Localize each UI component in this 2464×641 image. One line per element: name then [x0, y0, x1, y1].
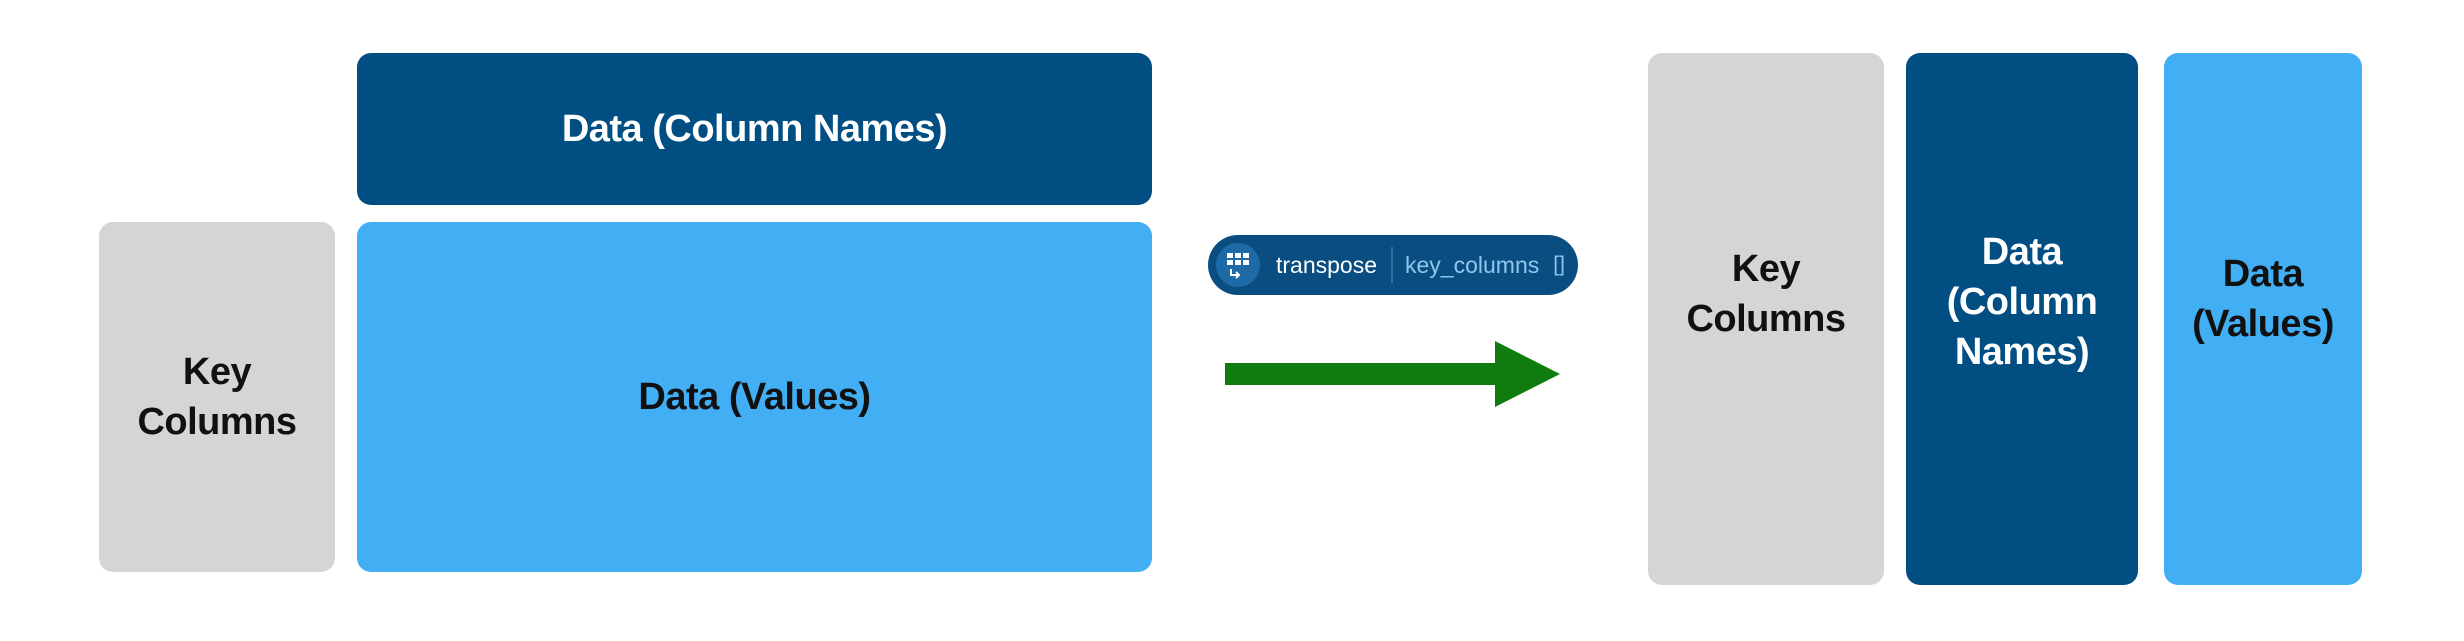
- left-values-label: Data (Values): [638, 376, 871, 418]
- left-column-names-label: Data (Column Names): [561, 108, 948, 150]
- right-column-names-label: Data (Column Names): [1946, 230, 2098, 373]
- left-key-columns-block: Key Columns: [99, 222, 335, 572]
- operation-name: transpose: [1276, 251, 1378, 278]
- right-values-label: Data (Values): [2192, 253, 2334, 345]
- pill-divider: [1391, 247, 1394, 283]
- right-key-columns-block: Key Columns: [1648, 53, 1884, 585]
- right-values-block: Data (Values): [2164, 53, 2362, 585]
- left-key-columns-label: Key Columns: [137, 351, 297, 443]
- operation-param-name: key_columns: [1405, 251, 1540, 278]
- right-column-names-block: Data (Column Names): [1906, 53, 2138, 585]
- transpose-operation-pill: transpose key_columns []: [1208, 235, 1578, 295]
- right-key-columns-label: Key Columns: [1686, 248, 1846, 340]
- table-transpose-icon: [1216, 243, 1260, 287]
- left-values-block: Data (Values): [357, 222, 1152, 572]
- right-arrow-icon: [1225, 341, 1560, 407]
- left-column-names-block: Data (Column Names): [357, 53, 1152, 205]
- operation-param-value: []: [1553, 253, 1565, 276]
